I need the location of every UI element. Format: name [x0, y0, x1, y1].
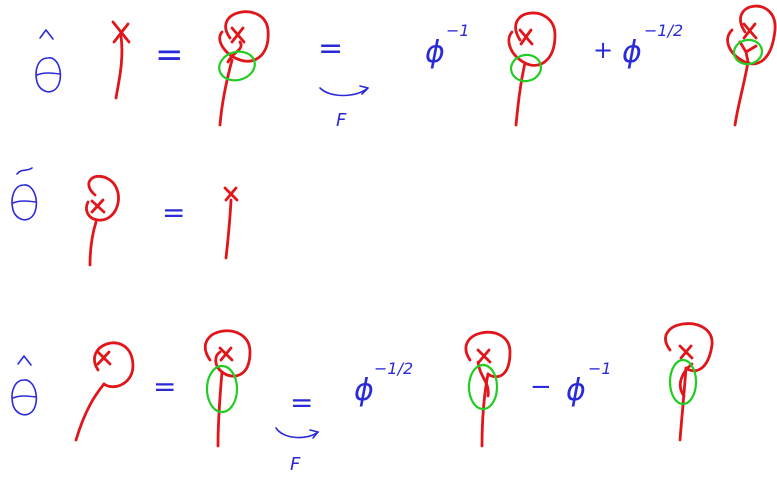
- equals-sign: =: [155, 35, 184, 75]
- row-2: =: [12, 168, 237, 265]
- kinked-loop-strand: [86, 176, 118, 265]
- exponent-minus-one: −1: [588, 359, 612, 378]
- equals-sign: =: [318, 31, 343, 66]
- phi-symbol: ϕ: [622, 35, 642, 70]
- loop-strand: [76, 343, 133, 440]
- exponent-minus-half: −1/2: [644, 21, 683, 40]
- phi-symbol: ϕ: [566, 373, 586, 408]
- theta-hat-symbol: [36, 30, 60, 92]
- exponent-minus-one: −1: [446, 21, 470, 40]
- minus-sign: −: [530, 372, 552, 402]
- phi-symbol: ϕ: [425, 35, 445, 70]
- term-loop-crossing: [509, 13, 555, 125]
- phi-symbol: ϕ: [354, 373, 374, 408]
- exponent-minus-half: −1/2: [374, 359, 413, 378]
- bare-strand: [225, 188, 237, 258]
- nested-loop-strand: [205, 331, 250, 446]
- equals-sign: =: [290, 386, 313, 419]
- term-loop-crossing-2: [666, 324, 713, 440]
- equals-sign: =: [162, 196, 185, 229]
- row-1: = = F ϕ −1 + ϕ −1/2: [36, 6, 775, 131]
- row-3: = = F ϕ −1/2 − ϕ −1: [12, 324, 712, 475]
- equals-sign: =: [153, 370, 176, 403]
- term-loop-vertex: [728, 6, 776, 125]
- move-f-label: F: [336, 110, 347, 131]
- theta-hat-symbol: [12, 168, 36, 220]
- theta-hat-symbol: [12, 356, 36, 415]
- plus-sign: +: [593, 36, 613, 64]
- open-strand-diagram: [113, 22, 129, 98]
- term-loop-crossing-1: [466, 332, 510, 446]
- move-f-arrow: [320, 86, 368, 96]
- looped-strand-diagram: [216, 12, 268, 125]
- move-f-label: F: [290, 454, 301, 475]
- move-f-arrow: [276, 428, 318, 438]
